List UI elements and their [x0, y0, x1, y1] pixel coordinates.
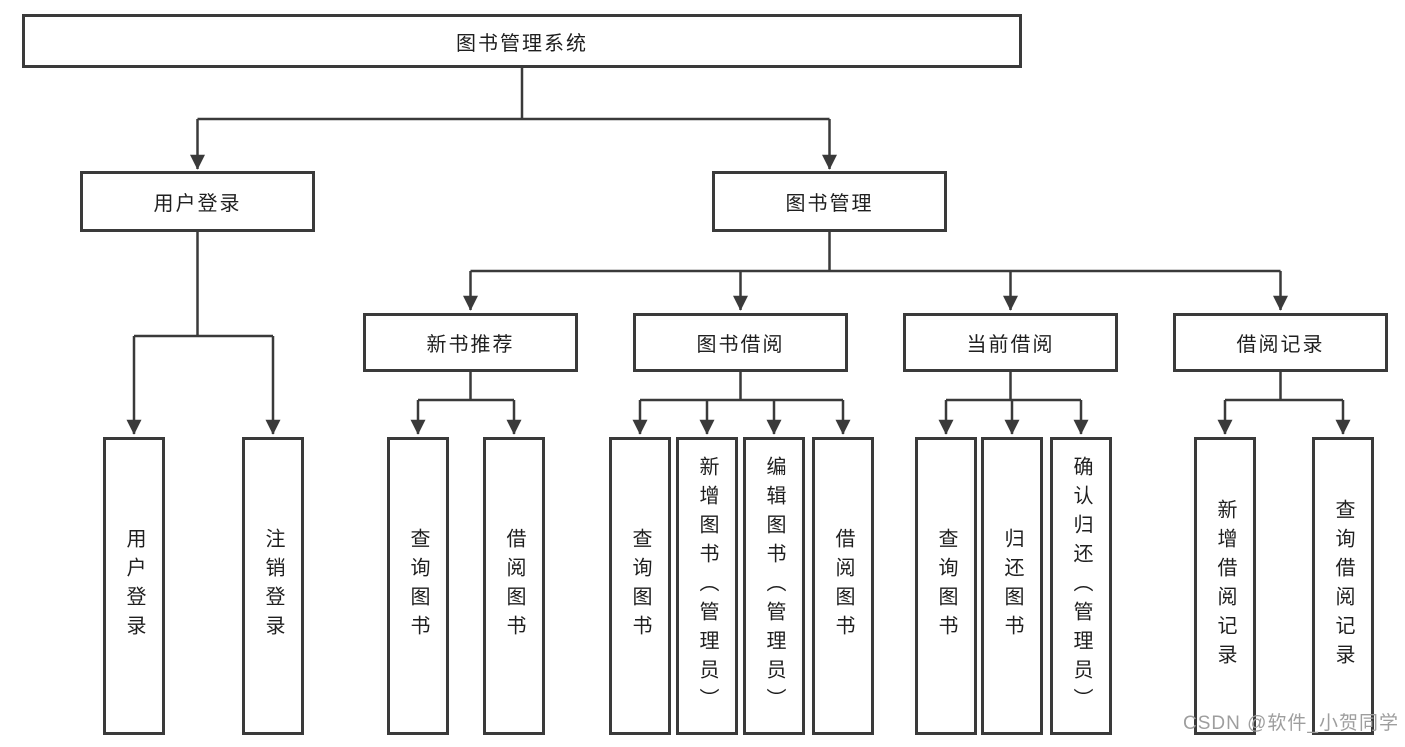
leaf-borrow-books-recommend: 借阅图书	[483, 437, 545, 735]
leaf-add-books-admin-label: 新增图书（管理员）	[696, 455, 718, 717]
leaf-confirm-return-admin-label: 确认归还（管理员）	[1070, 455, 1092, 717]
leaf-add-books-admin: 新增图书（管理员）	[676, 437, 738, 735]
node-current-borrowing: 当前借阅	[903, 313, 1118, 372]
node-new-book-recommend: 新书推荐	[363, 313, 578, 372]
connector-borrow-split	[640, 372, 843, 402]
node-book-borrowing: 图书借阅	[633, 313, 848, 372]
leaf-query-books-current-label: 查询图书	[935, 528, 957, 644]
leaf-logout-login-label: 注销登录	[262, 528, 284, 644]
leaf-borrow-books: 借阅图书	[812, 437, 874, 735]
leaf-query-books-borrow-label: 查询图书	[629, 528, 651, 644]
leaf-borrow-books-label: 借阅图书	[832, 528, 854, 644]
connector-recommend-split	[418, 372, 514, 402]
connector-book-mgmt-split	[470, 232, 1281, 273]
node-root-label: 图书管理系统	[456, 32, 588, 55]
connector-root-split	[197, 68, 830, 121]
node-root-system: 图书管理系统	[22, 14, 1022, 68]
leaf-edit-books-admin-label: 编辑图书（管理员）	[763, 455, 785, 717]
node-user-login: 用户登录	[80, 171, 315, 232]
leaf-logout-login: 注销登录	[242, 437, 304, 735]
leaf-query-borrow-record: 查询借阅记录	[1312, 437, 1374, 735]
csdn-watermark: CSDN @软件_小贺同学	[1183, 713, 1399, 734]
leaf-return-books-label: 归还图书	[1001, 528, 1023, 644]
leaf-borrow-books-recommend-label: 借阅图书	[503, 528, 525, 644]
node-current-borrowing-label: 当前借阅	[966, 334, 1055, 356]
node-user-login-label: 用户登录	[153, 193, 242, 215]
leaf-add-borrow-record: 新增借阅记录	[1194, 437, 1256, 735]
node-borrow-records: 借阅记录	[1173, 313, 1388, 372]
leaf-confirm-return-admin: 确认归还（管理员）	[1050, 437, 1112, 735]
node-new-book-recommend-label: 新书推荐	[426, 334, 515, 356]
node-book-management-label: 图书管理	[785, 193, 874, 215]
node-book-borrowing-label: 图书借阅	[696, 334, 785, 356]
leaf-query-borrow-record-label: 查询借阅记录	[1332, 499, 1354, 673]
leaf-return-books: 归还图书	[981, 437, 1043, 735]
leaf-query-books-current: 查询图书	[915, 437, 977, 735]
leaf-user-login-label: 用户登录	[123, 528, 145, 644]
connector-current-split	[946, 372, 1081, 402]
leaf-query-books-recommend: 查询图书	[387, 437, 449, 735]
leaf-query-books-borrow: 查询图书	[609, 437, 671, 735]
leaf-add-borrow-record-label: 新增借阅记录	[1214, 499, 1236, 673]
leaf-edit-books-admin: 编辑图书（管理员）	[743, 437, 805, 735]
connector-records-split	[1225, 372, 1343, 402]
node-book-management: 图书管理	[712, 171, 947, 232]
leaf-query-books-recommend-label: 查询图书	[407, 528, 429, 644]
leaf-user-login: 用户登录	[103, 437, 165, 735]
node-borrow-records-label: 借阅记录	[1236, 334, 1325, 356]
connector-user-login-split	[134, 232, 273, 338]
